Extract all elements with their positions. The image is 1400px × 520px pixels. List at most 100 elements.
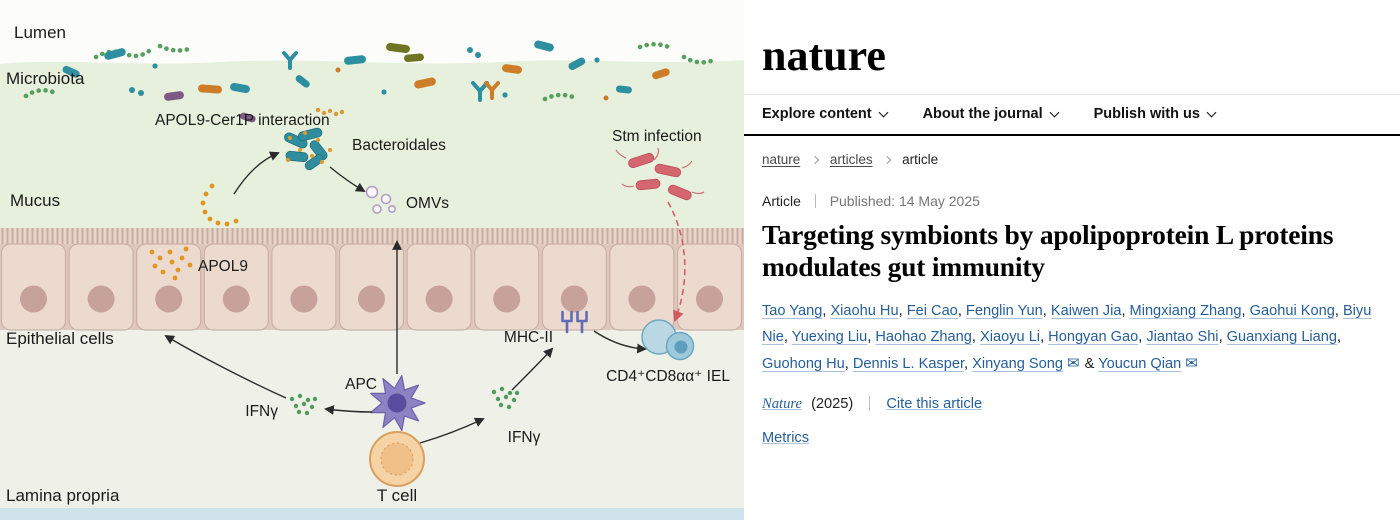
main-nav: Explore content About the journal Publis… — [762, 95, 1390, 134]
citation-row: Nature (2025) Cite this article — [762, 395, 1390, 413]
author-link[interactable]: Fei Cao — [906, 302, 958, 319]
bottom-strip — [0, 508, 744, 520]
bacteroidales-cluster — [284, 127, 332, 171]
label-mucus: Mucus — [10, 191, 60, 210]
meta-divider — [814, 194, 816, 208]
published-date: 14 May 2025 — [898, 193, 980, 209]
label-epithelial-cells: Epithelial cells — [6, 329, 114, 348]
microbiota-bacteria — [23, 40, 714, 123]
chevron-right-icon — [810, 155, 820, 165]
author-link[interactable]: Haohao Zhang — [875, 329, 972, 346]
journal-link[interactable]: Nature — [762, 395, 802, 412]
label-apol9: APOL9 — [198, 258, 248, 275]
chevron-down-icon — [1206, 107, 1217, 118]
apc-cell — [370, 375, 426, 431]
apol9-dots-lower — [149, 246, 193, 281]
email-icon[interactable]: ✉ — [1185, 355, 1198, 373]
label-microbiota: Microbiota — [6, 69, 85, 88]
author-link[interactable]: Dennis L. Kasper — [852, 356, 965, 373]
email-icon[interactable]: ✉ — [1067, 355, 1080, 373]
author-link[interactable]: Guanxiang Liang — [1226, 329, 1338, 346]
journal-year: (2025) — [811, 395, 854, 412]
article-title: Targeting symbionts by apolipoprotein L … — [762, 219, 1334, 283]
cite-link[interactable]: Cite this article — [886, 395, 983, 412]
author-link[interactable]: Mingxiang Zhang — [1129, 302, 1242, 319]
chevron-right-icon — [883, 155, 892, 165]
header-divider — [744, 94, 1400, 95]
author-link[interactable]: Hongyan Gao — [1048, 329, 1139, 346]
article-page: nature Explore content About the journal… — [744, 0, 1400, 520]
breadcrumb-nature[interactable]: nature — [762, 152, 801, 167]
label-omvs: OMVs — [406, 195, 449, 212]
metrics-row: Metrics — [762, 430, 1390, 446]
label-ifng-right: IFNγ — [508, 429, 541, 446]
breadcrumb-article: article — [902, 152, 939, 167]
author-link[interactable]: Guohong Hu — [762, 356, 845, 373]
label-bacteroidales: Bacteroidales — [352, 137, 446, 154]
nature-logo[interactable]: nature — [762, 31, 886, 80]
infection-arrow — [667, 201, 686, 323]
orange-dot-chain — [315, 107, 345, 117]
cell-nuclei — [20, 285, 723, 313]
mucus-region — [0, 60, 744, 234]
nav-divider — [744, 134, 1400, 136]
cite-divider — [869, 395, 871, 411]
nav-label: Explore content — [762, 106, 872, 122]
published-label: Published: — [829, 193, 896, 209]
label-mhc2: MHC-II — [504, 329, 553, 346]
purple-rod-bacteria — [164, 91, 256, 123]
apol9-dots-upper — [200, 183, 239, 227]
branched-bacteria-orange — [484, 81, 500, 100]
iel-cells — [641, 319, 695, 361]
brush-border — [0, 228, 744, 244]
nav-label: About the journal — [922, 106, 1043, 122]
author-list: Tao Yang, Xiaohu Hu, Fei Cao, Fenglin Yu… — [762, 302, 1372, 373]
label-ifng-left: IFNγ — [245, 403, 278, 420]
mhc2-icons — [561, 310, 588, 334]
nav-explore-content[interactable]: Explore content — [762, 106, 889, 122]
orange-rod-bacteria — [198, 64, 670, 101]
author-separator: & — [1080, 356, 1099, 373]
nav-about-the-journal[interactable]: About the journal — [922, 106, 1060, 122]
author-link[interactable]: Gaohui Kong — [1249, 302, 1335, 319]
label-lamina-propria: Lamina propria — [6, 486, 120, 505]
article-type: Article — [762, 193, 801, 209]
label-lumen: Lumen — [14, 23, 66, 42]
author-link[interactable]: Youcun Qian — [1098, 356, 1182, 373]
author-link[interactable]: Fenglin Yun — [965, 302, 1043, 319]
ifng-dots-left — [289, 393, 318, 416]
label-stm-infection: Stm infection — [612, 128, 702, 145]
figure-panel: Lumen Microbiota APOL9-Cer1P interaction… — [0, 23, 744, 520]
author-link[interactable]: Xiaoyu Li — [980, 329, 1041, 346]
ifng-dots-right — [491, 386, 520, 410]
stm-bacteria — [615, 147, 705, 201]
label-apol9-cer1p: APOL9-Cer1P interaction — [155, 112, 330, 129]
nav-publish-with-us[interactable]: Publish with us — [1093, 106, 1217, 122]
omv-vesicles — [365, 185, 396, 214]
chevron-down-icon — [1049, 107, 1060, 118]
author-link[interactable]: Kaiwen Jia — [1050, 302, 1122, 319]
figure-diagram: Lumen Microbiota APOL9-Cer1P interaction… — [0, 23, 744, 520]
epithelium — [0, 228, 744, 331]
metrics-link[interactable]: Metrics — [762, 429, 810, 446]
nav-label: Publish with us — [1093, 106, 1200, 122]
olive-rod-bacteria — [386, 43, 424, 63]
author-link[interactable]: Yuexing Liu — [791, 329, 868, 346]
label-t-cell: T cell — [377, 486, 417, 505]
flagella — [615, 147, 705, 195]
author-link[interactable]: Biyu Nie — [762, 302, 1372, 346]
breadcrumb: nature articles article — [762, 152, 1390, 167]
breadcrumb-articles[interactable]: articles — [829, 152, 873, 167]
flow-arrows — [164, 151, 647, 444]
author-link[interactable]: Jiantao Shi — [1146, 329, 1219, 346]
chevron-down-icon — [878, 107, 889, 118]
lamina-propria-region — [0, 330, 744, 510]
teal-rod-bacteria — [62, 40, 632, 98]
author-link[interactable]: Tao Yang — [762, 302, 823, 319]
author-link[interactable]: Xiaohu Hu — [830, 302, 899, 319]
author-link[interactable]: Xinyang Song — [972, 356, 1064, 373]
green-chain-bacteria — [23, 41, 714, 102]
label-apc: APC — [345, 376, 377, 393]
branched-bacteria — [282, 51, 489, 102]
label-iel: CD4⁺CD8αα⁺ IEL — [606, 368, 730, 385]
